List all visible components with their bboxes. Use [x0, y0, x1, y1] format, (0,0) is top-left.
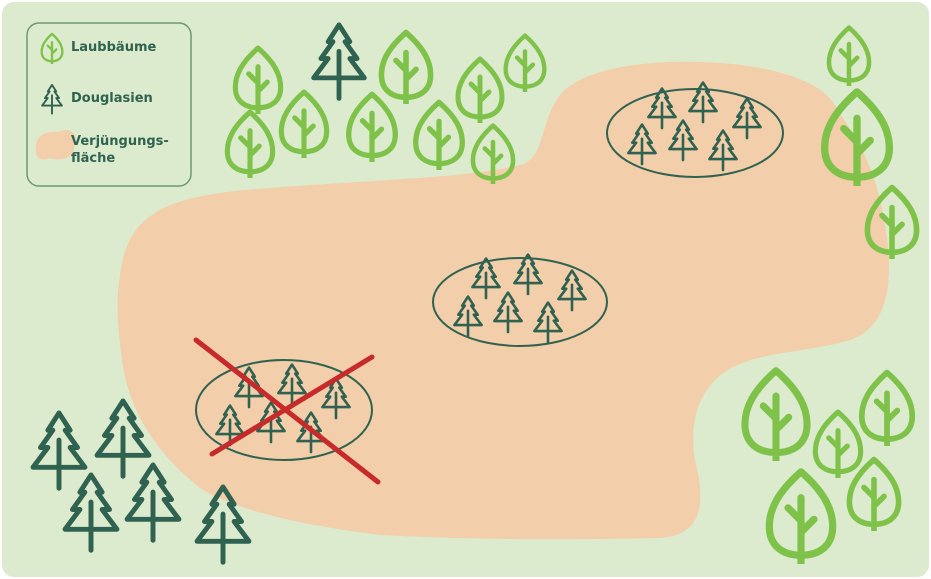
legend-label-regeneration-area: Verjüngungs- fläche	[71, 134, 169, 166]
legend-box	[26, 22, 192, 187]
cluster-outline-top-right	[606, 88, 784, 178]
cross-out-mark	[193, 337, 381, 485]
legend-label-douglas-fir: Douglasien	[71, 91, 153, 106]
cluster-outline-center	[432, 257, 608, 347]
cluster-outline-lower-left	[195, 359, 373, 461]
regeneration-area-swatch	[35, 129, 76, 160]
legend-label-deciduous: Laubbäume	[71, 40, 157, 55]
